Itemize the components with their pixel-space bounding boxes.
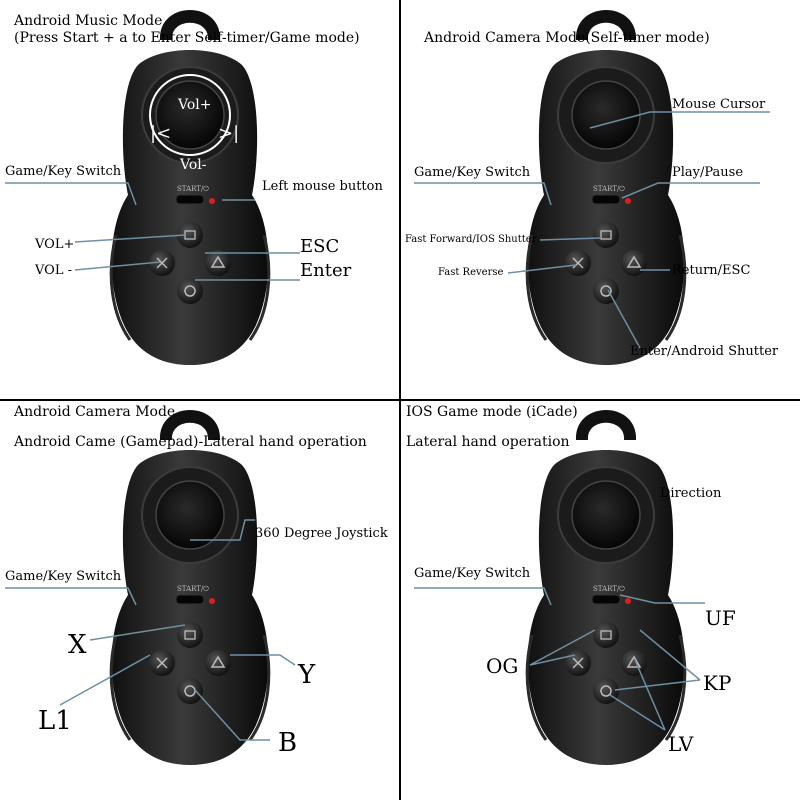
- panel-subtitle: Lateral hand operation: [406, 434, 570, 450]
- panel-title: IOS Game mode (iCade): [406, 404, 578, 420]
- enter-shutter-label: Enter/Android Shutter: [630, 344, 779, 359]
- mouse-cursor-label: Mouse Cursor: [672, 97, 766, 112]
- panel-title: Android Camera Mode(Self-timer mode): [424, 30, 710, 46]
- start-button-label: START/⏻: [177, 585, 209, 593]
- game-key-switch-label: Game/Key Switch: [5, 164, 122, 179]
- kp-label: KP: [703, 671, 732, 695]
- enter-label: Enter: [300, 260, 352, 281]
- l1-button-label: L1: [38, 706, 72, 736]
- left-mouse-button-label: Left mouse button: [262, 179, 383, 194]
- vol-plus-label: VOL+: [35, 237, 75, 252]
- panel-subtitle: Android Came (Gamepad)-Lateral hand oper…: [14, 434, 367, 450]
- lv-label: LV: [668, 732, 694, 756]
- y-button-label: Y: [298, 660, 316, 690]
- vol-plus-pad-label: Vol+: [178, 97, 212, 113]
- vol-minus-label: VOL -: [35, 263, 72, 278]
- direction-label: Direction: [660, 486, 722, 501]
- game-key-switch-label: Game/Key Switch: [414, 566, 531, 581]
- return-esc-label: Return/ESC: [672, 263, 751, 278]
- music-mode-ring: [149, 74, 231, 156]
- fast-forward-label: Fast Forward/IOS Shutter: [405, 234, 537, 245]
- game-key-switch-label: Game/Key Switch: [414, 165, 531, 180]
- x-button-label: X: [68, 630, 87, 660]
- fast-reverse-label: Fast Reverse: [438, 267, 504, 278]
- panel-title: Android Music Mode: [14, 13, 163, 29]
- joystick-label: 360 Degree Joystick: [255, 526, 388, 541]
- esc-label: ESC: [300, 236, 340, 257]
- uf-label: UF: [705, 606, 736, 630]
- previous-track-label: |<: [150, 123, 172, 144]
- vol-minus-pad-label: Vol-: [180, 157, 207, 173]
- start-button-label: START/⏻: [177, 185, 209, 193]
- horizontal-divider: [0, 399, 800, 401]
- start-button-label: START/⏻: [593, 585, 625, 593]
- next-track-label: >|: [218, 123, 240, 144]
- panel-subtitle: (Press Start + a to Enter Self-timer/Gam…: [14, 30, 360, 46]
- game-key-switch-label: Game/Key Switch: [5, 569, 122, 584]
- start-button-label: START/⏻: [593, 185, 625, 193]
- og-label: OG: [486, 654, 519, 678]
- panel-title: Android Camera Mode: [14, 404, 176, 420]
- play-pause-label: Play/Pause: [672, 165, 744, 180]
- b-button-label: B: [278, 728, 298, 758]
